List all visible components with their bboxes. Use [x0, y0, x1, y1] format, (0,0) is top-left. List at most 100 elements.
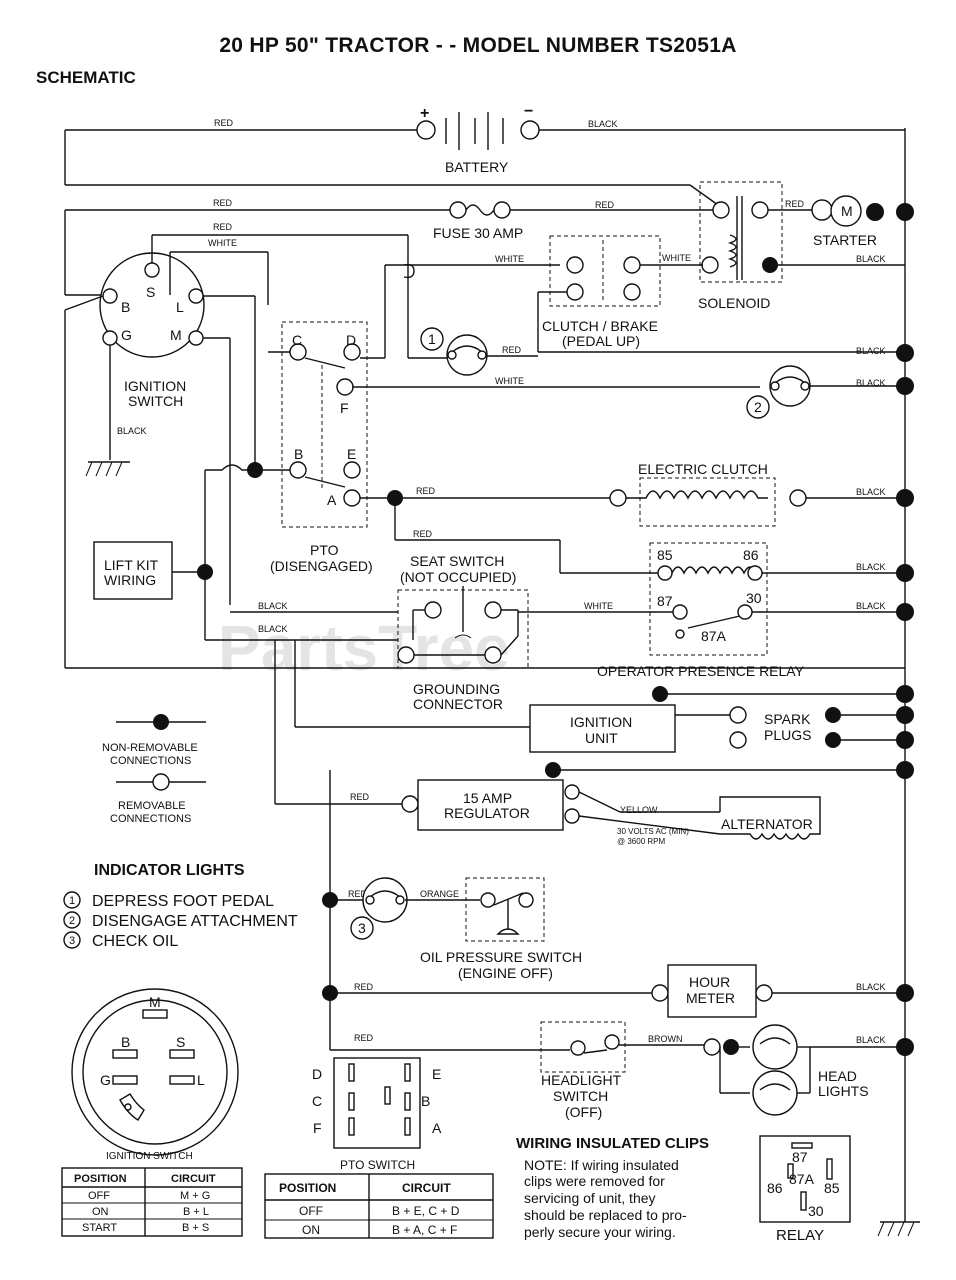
table-cell: ON — [92, 1206, 109, 1218]
wire-label: BLACK — [856, 254, 886, 264]
relay-terminal-87: 87 — [657, 593, 673, 609]
indicator-number: 2 — [69, 915, 75, 927]
wire-label: WHITE — [584, 601, 613, 611]
terminal-s: S — [146, 284, 155, 300]
terminal-g: G — [121, 327, 132, 343]
terminal-b: B — [121, 299, 130, 315]
relay-pin-87a: 87A — [789, 1171, 815, 1187]
pto-face-terminal-c: C — [312, 1093, 322, 1109]
lift-kit-label: LIFT KIT — [104, 557, 159, 573]
wire-label: WHITE — [495, 376, 524, 386]
relay-pin-86: 86 — [767, 1180, 783, 1196]
operator-presence-relay-label: OPERATOR PRESENCE RELAY — [597, 663, 805, 679]
lift-kit-label: WIRING — [104, 572, 156, 588]
wire-label: BLACK — [856, 601, 886, 611]
table-cell: B + L — [183, 1206, 209, 1218]
spark-plugs-label: SPARK — [764, 711, 811, 727]
table-header: CIRCUIT — [171, 1173, 216, 1185]
wire-label: RED — [214, 118, 234, 128]
grounding-connector-label: CONNECTOR — [413, 696, 503, 712]
legend-removable: REMOVABLE — [118, 800, 186, 812]
wire-label: BROWN — [648, 1034, 683, 1044]
battery-symbol — [445, 112, 504, 150]
alternator-label: ALTERNATOR — [721, 816, 813, 832]
wire-label: BLACK — [856, 487, 886, 497]
table-cell: B + E, C + D — [392, 1204, 460, 1218]
table-cell: START — [82, 1222, 117, 1234]
table-cell: B + S — [182, 1222, 209, 1234]
ignition-switch-label: SWITCH — [128, 393, 183, 409]
clips-note-heading: WIRING INSULATED CLIPS — [516, 1135, 709, 1152]
clips-note-line: servicing of unit, they — [524, 1190, 656, 1206]
wire-label: RED — [213, 198, 233, 208]
ignition-switch-caption: IGNITION SWITCH — [106, 1151, 193, 1162]
table-header: CIRCUIT — [402, 1181, 451, 1195]
wire-label: BLACK — [588, 119, 618, 129]
legend-removable: CONNECTIONS — [110, 813, 191, 825]
section-label: SCHEMATIC — [36, 68, 136, 87]
spark-plugs-label: PLUGS — [764, 727, 811, 743]
relay-pin-diagram — [759, 1135, 851, 1223]
ground-symbol-left — [85, 461, 130, 477]
relay-pin-87: 87 — [792, 1149, 808, 1165]
ignition-unit-label: UNIT — [585, 730, 618, 746]
terminal-d: D — [346, 332, 356, 348]
alternator-note: 30 VOLTS AC (MIN) — [617, 827, 689, 836]
wire-label: RED — [348, 889, 368, 899]
wire-label: RED — [502, 345, 522, 355]
clips-note-line: NOTE: If wiring insulated — [524, 1157, 679, 1173]
face-terminal-s: S — [176, 1034, 185, 1050]
watermark: PartsTree — [218, 612, 510, 684]
oil-pressure-switch-label: OIL PRESSURE SWITCH — [420, 949, 582, 965]
wire-label: RED — [213, 222, 233, 232]
relay-pin-30: 30 — [808, 1203, 824, 1219]
clutch-brake-label: (PEDAL UP) — [562, 333, 640, 349]
face-terminal-l: L — [197, 1072, 205, 1088]
indicator-item: CHECK OIL — [92, 933, 178, 950]
relay-terminal-30: 30 — [746, 590, 762, 606]
hour-meter-label: HOUR — [689, 974, 730, 990]
indicator-item: DEPRESS FOOT PEDAL — [92, 893, 274, 910]
lamp-number-1: 1 — [428, 331, 436, 347]
pto-switch-table — [264, 1173, 494, 1239]
terminal-e: E — [347, 446, 356, 462]
electric-clutch-label: ELECTRIC CLUTCH — [638, 461, 768, 477]
regulator-label: 15 AMP — [463, 790, 512, 806]
relay-pin-85: 85 — [824, 1180, 840, 1196]
headlight-switch-label: SWITCH — [553, 1088, 608, 1104]
pto-switch-caption: PTO SWITCH — [340, 1158, 415, 1172]
headlights-label: LIGHTS — [818, 1083, 869, 1099]
wire-label: BLACK — [258, 601, 288, 611]
terminal-f: F — [340, 400, 349, 416]
headlight-switch-label: HEADLIGHT — [541, 1072, 622, 1088]
battery-negative: − — [524, 103, 533, 120]
ignition-switch-table — [61, 1167, 243, 1237]
wire-label: RED — [350, 792, 370, 802]
face-terminal-b: B — [121, 1034, 130, 1050]
grounding-connector-label: GROUNDING — [413, 681, 500, 697]
pto-face-terminal-f: F — [313, 1120, 322, 1136]
table-cell: ON — [302, 1223, 320, 1237]
pto-switch-face — [333, 1057, 421, 1149]
pto-face-terminal-d: D — [312, 1066, 322, 1082]
wire-label: BLACK — [856, 562, 886, 572]
table-cell: M + G — [180, 1190, 210, 1202]
pto-label: PTO — [310, 542, 339, 558]
wire-label: RED — [413, 529, 433, 539]
clips-note-line: should be replaced to pro- — [524, 1207, 687, 1223]
headlight-switch-label: (OFF) — [565, 1104, 602, 1120]
face-terminal-g: G — [100, 1072, 111, 1088]
relay-terminal-85: 85 — [657, 547, 673, 563]
wire-label: ORANGE — [420, 889, 459, 899]
legend-non-removable: CONNECTIONS — [110, 755, 191, 767]
starter-motor-symbol: M — [841, 203, 853, 219]
wire-label: YELLOW — [620, 805, 658, 815]
oil-pressure-switch-label: (ENGINE OFF) — [458, 965, 553, 981]
wire-label: BLACK — [258, 624, 288, 634]
lamp-number-3: 3 — [358, 920, 366, 936]
wire-label: RED — [354, 982, 374, 992]
battery-positive: + — [420, 105, 429, 122]
ground-symbol-right — [877, 1221, 920, 1237]
wire-label: WHITE — [495, 254, 524, 264]
